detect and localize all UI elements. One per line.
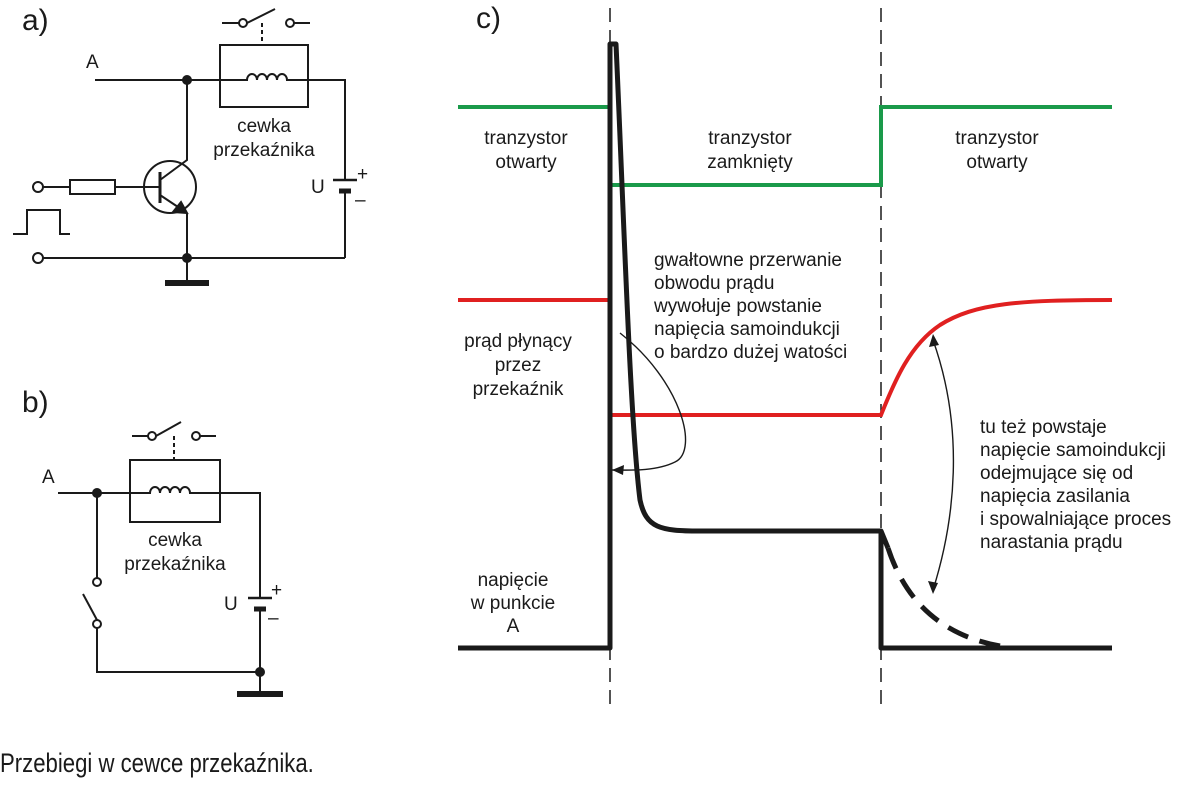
panel-label-a: a) — [22, 4, 49, 37]
current-label-line3: przekaźnik — [473, 379, 564, 400]
voltage-trace-dashed — [885, 547, 1001, 649]
plus-sign-circuit-b: + — [271, 580, 282, 601]
coil-label-circuit-b-2: przekaźnika — [124, 554, 226, 575]
node-a-label-circuit-b: A — [42, 467, 55, 488]
second-note: tu też powstaje napięcie samoindukcji od… — [980, 417, 1171, 553]
transistor-state-trace — [458, 105, 1112, 187]
voltage-label-line3: A — [507, 616, 520, 637]
coil-label-circuit-a-2: przekaźnika — [213, 140, 315, 161]
circuit-b — [58, 421, 283, 697]
relay-contact-a — [222, 8, 310, 45]
coil-box-a — [219, 44, 309, 108]
voltage-label-line1: napięcie — [478, 570, 549, 591]
panel-label-b: b) — [22, 386, 49, 419]
second-note-line2: napięcie samoindukcji — [980, 440, 1166, 461]
transistor-open-label-2: tranzystor otwarty — [955, 128, 1039, 173]
relay-contact-b — [132, 421, 216, 460]
interrupt-note: gwałtowne przerwanie obwodu prądu wywołu… — [653, 250, 847, 363]
arrowhead-2b — [928, 581, 938, 594]
transistor-open-1-line1: tranzystor — [484, 128, 568, 149]
coil-label-circuit-b-1: cewka — [148, 530, 202, 551]
panel-label-c: c) — [476, 2, 501, 35]
interrupt-note-line3: wywołuje powstanie — [653, 296, 822, 317]
interrupt-note-line5: o bardzo dużej watości — [654, 342, 847, 363]
node-a-label-circuit-a: A — [86, 52, 99, 73]
second-note-line4: napięcia zasilania — [980, 486, 1130, 507]
current-label-line1: prąd płynący — [464, 331, 572, 352]
minus-sign-circuit-a: – — [355, 190, 366, 211]
transistor-open-2-line1: tranzystor — [955, 128, 1039, 149]
current-label-line2: przez — [495, 355, 541, 376]
arrowhead-1 — [612, 465, 624, 475]
circuit-b-labels: A cewka przekaźnika U + – — [42, 467, 282, 629]
current-label: prąd płynący przez przekaźnik — [464, 331, 572, 400]
transistor-closed-line2: zamknięty — [707, 152, 793, 173]
transistor-open-1-line2: otwarty — [495, 152, 557, 173]
second-note-line3: odejmujące się od — [980, 463, 1133, 484]
relay-waveform-figure: a) b) c) — [13, 2, 1171, 708]
interrupt-note-line4: napięcia samoindukcji — [654, 319, 840, 340]
circuit-a-labels: A cewka przekaźnika U + – — [86, 52, 368, 211]
supply-label-circuit-a: U — [311, 177, 325, 198]
pulse-symbol-a — [13, 209, 70, 235]
annotation-arrow-2 — [932, 339, 955, 591]
transistor-open-label-1: tranzystor otwarty — [484, 128, 568, 173]
timing-diagram: tranzystor otwarty tranzystor zamknięty … — [458, 8, 1171, 708]
arrowhead-2a — [929, 334, 939, 347]
voltage-label: napięcie w punkcie A — [470, 570, 556, 637]
second-note-line5: i spowalniające proces — [980, 509, 1171, 530]
figure-caption: Przebiegi w cewce przekaźnika. — [0, 748, 314, 778]
coil-label-circuit-a-1: cewka — [237, 116, 291, 137]
relay-current-trace — [458, 298, 1113, 417]
coil-winding-a — [222, 73, 306, 81]
coil-box-b — [129, 459, 221, 523]
voltage-trace — [458, 41, 1112, 651]
transistor-open-2-line2: otwarty — [966, 152, 1028, 173]
coil-winding-b — [132, 486, 218, 494]
minus-sign-circuit-b: – — [268, 608, 279, 629]
annotation-arrow-1 — [611, 332, 687, 471]
interrupt-note-line1: gwałtowne przerwanie — [654, 250, 842, 271]
second-note-line6: narastania prądu — [980, 532, 1123, 553]
circuit-a — [13, 8, 357, 286]
interrupt-note-line2: obwodu prądu — [654, 273, 774, 294]
second-note-line1: tu też powstaje — [980, 417, 1107, 438]
transistor-closed-label: tranzystor zamknięty — [707, 128, 793, 173]
transistor-closed-line1: tranzystor — [708, 128, 792, 149]
base-resistor-a — [69, 179, 116, 195]
supply-label-circuit-b: U — [224, 594, 238, 615]
voltage-label-line2: w punkcie — [470, 593, 556, 614]
plus-sign-circuit-a: + — [357, 164, 368, 185]
